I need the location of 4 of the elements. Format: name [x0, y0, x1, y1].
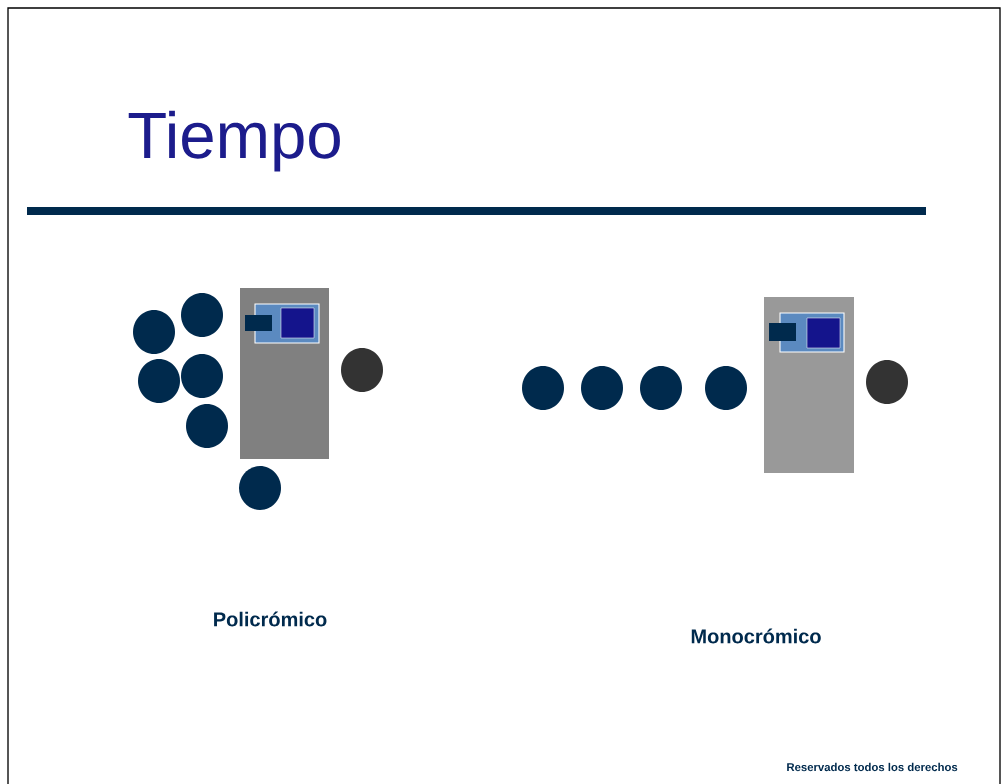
caption: Monocrómico — [691, 628, 821, 644]
footer-note: Reservados todos los derechos — [787, 762, 958, 772]
caption: Policrómico — [214, 611, 327, 627]
title: Tiempo — [128, 110, 340, 172]
